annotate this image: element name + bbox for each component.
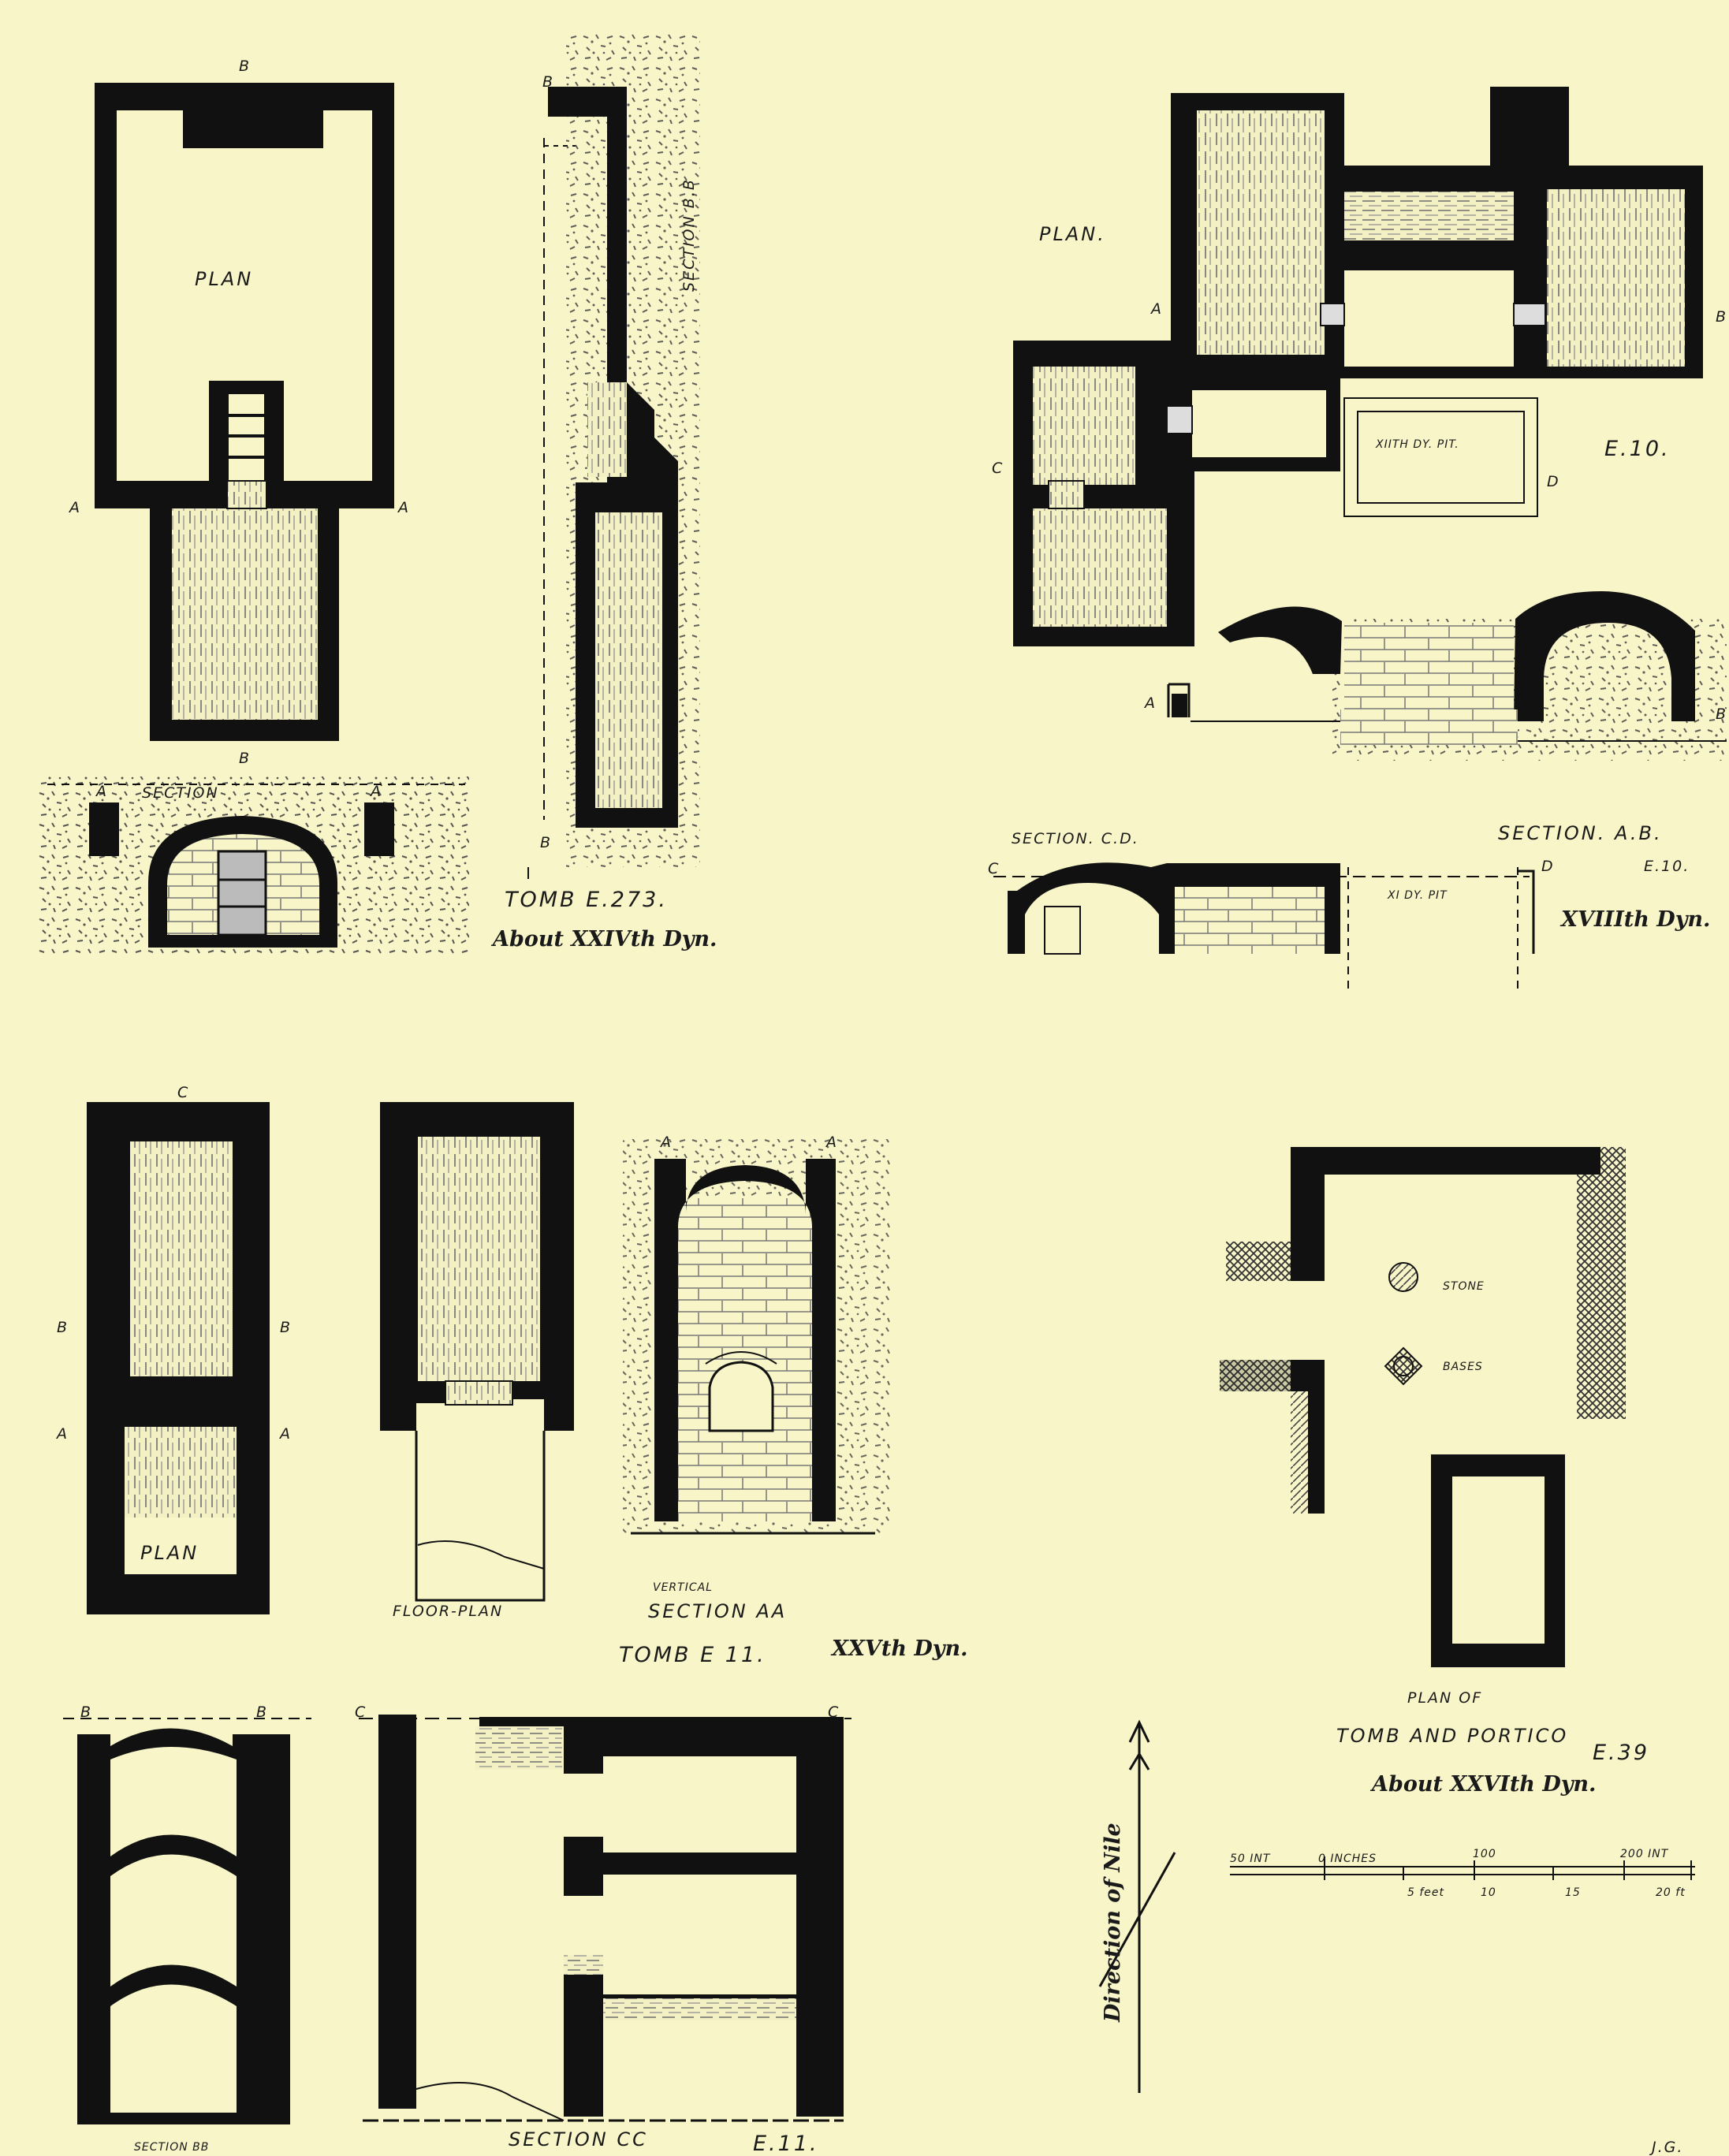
scale-bar-top-label: 0 INCHES xyxy=(1318,1853,1377,1865)
tomb-e11-section-bb-marker-left: B xyxy=(80,1704,92,1721)
tomb-e10-section-ab-marker-b: B xyxy=(1716,706,1727,723)
tomb-e10-marker-a: A xyxy=(1150,300,1163,318)
tomb-e10-caption-dynasty: XVIIIth Dyn. xyxy=(1559,907,1710,932)
draughtsman-signature: J.G. xyxy=(1649,2139,1683,2156)
tomb-e10-section-ab xyxy=(1167,591,1727,761)
tomb-e39-id-label: E.39 xyxy=(1593,1741,1649,1765)
tomb-e39-caption-plan: PLAN OF xyxy=(1407,1689,1482,1707)
tomb-e39-stone-label: STONE xyxy=(1443,1280,1485,1293)
scale-bar xyxy=(1230,1856,1695,1880)
tomb-e11-plan-marker-b-left: B xyxy=(57,1319,69,1336)
tomb-e11-plan xyxy=(87,1102,270,1614)
scale-bar-top-label: 50 INT xyxy=(1230,1853,1271,1865)
tomb-e273-plan-label: PLAN xyxy=(195,268,253,290)
scale-bar-bottom-label: 5 feet xyxy=(1407,1886,1444,1899)
tomb-e11-section-bb-label: SECTION BB xyxy=(134,2141,209,2154)
scale-bar-bottom-label: 20 ft xyxy=(1656,1886,1686,1899)
tomb-e10-marker-b: B xyxy=(1716,308,1727,326)
tomb-e11: PLAN C B B A A FLOOR-PLAN A A VERTICAL S… xyxy=(55,1084,967,2156)
tomb-e11-section-bb xyxy=(63,1718,311,2124)
tomb-e273-section-label: SECTION xyxy=(142,784,219,802)
tomb-e39: STONE BASES PLAN OF TOMB AND PORTICO E.3… xyxy=(1220,1147,1649,1797)
nile-direction-indicator xyxy=(1098,1719,1176,2093)
tomb-e273-marker-a-left: A xyxy=(68,499,81,516)
tomb-e11-caption-tomb: TOMB E 11. xyxy=(619,1643,766,1667)
tomb-e10-id-label-small: E.10. xyxy=(1644,858,1690,875)
nile-direction-label: Direction of Nile xyxy=(1101,1823,1125,2023)
tomb-e39-bases-label: BASES xyxy=(1443,1361,1483,1373)
tomb-e10-section-cd xyxy=(993,862,1535,993)
tomb-e273-marker-b-bottom: B xyxy=(239,750,251,767)
tomb-e11-plan-marker-a-right: A xyxy=(278,1425,292,1443)
tomb-e11-section-aa-marker-right: A xyxy=(825,1134,838,1151)
tomb-e10-section-cd-label: SECTION. C.D. xyxy=(1012,830,1139,847)
tomb-e11-vertical-label: VERTICAL xyxy=(653,1581,713,1594)
scale-bar-bottom-label: 10 xyxy=(1481,1886,1496,1899)
scale-bar-top-label: 100 xyxy=(1473,1848,1496,1860)
tomb-e273-section-aa xyxy=(35,776,469,954)
tomb-e273-plan xyxy=(95,83,394,741)
tomb-e273-section-bb-marker-bottom: B xyxy=(540,834,552,851)
tomb-e39-caption-tomb: TOMB AND PORTICO xyxy=(1336,1725,1568,1747)
tomb-e273-section-bb-marker-top: B xyxy=(542,73,554,91)
tomb-e39-caption-dynasty: About XXVIth Dyn. xyxy=(1369,1772,1596,1797)
tomb-e11-vertical-section-aa xyxy=(623,1139,891,1535)
tomb-e273: PLAN B B A A SECTION A A SE xyxy=(35,32,717,954)
tomb-e10-marker-c: C xyxy=(992,460,1004,477)
scale-bar-top-label: 200 INT xyxy=(1620,1848,1669,1860)
tomb-e11-section-bb-marker-right: B xyxy=(256,1704,268,1721)
tomb-e39-plan xyxy=(1220,1147,1626,1667)
tomb-e10-plan-label: PLAN. xyxy=(1039,223,1106,245)
tomb-e273-section-bb xyxy=(527,32,700,879)
tomb-e11-floor-plan xyxy=(380,1102,574,1602)
scale-bar-bottom-label: 15 xyxy=(1565,1886,1581,1899)
tomb-e273-marker-a-right: A xyxy=(397,499,410,516)
tomb-e11-section-cc xyxy=(359,1715,851,2122)
tomb-e11-section-aa-marker-left: A xyxy=(659,1134,673,1151)
tomb-e10-pit-label: XIITH DY. PIT. xyxy=(1375,438,1459,451)
tomb-e273-section-bb-label: SECTION B.B xyxy=(680,178,698,292)
tomb-e11-plan-marker-b-right: B xyxy=(280,1319,292,1336)
tomb-e11-floor-plan-label: FLOOR-PLAN xyxy=(393,1603,503,1620)
tomb-e273-marker-b-top: B xyxy=(239,58,251,75)
tomb-e10-id-label: E.10. xyxy=(1604,437,1671,461)
tomb-e10-section-cd-marker-c: C xyxy=(988,860,1000,877)
tomb-e273-caption-dynasty: About XXIVth Dyn. xyxy=(490,927,717,951)
tomb-e11-plan-label: PLAN xyxy=(140,1542,199,1564)
tomb-e11-section-cc-marker-left: C xyxy=(355,1704,367,1721)
tomb-e10-section-ab-label: SECTION. A.B. xyxy=(1498,822,1663,844)
tomb-e11-id-label: E.11. xyxy=(753,2132,819,2156)
tomb-e10-section-ab-marker-a: A xyxy=(1143,694,1157,712)
tomb-e10-marker-d: D xyxy=(1547,473,1560,490)
tomb-e273-caption-title: TOMB E.273. xyxy=(505,888,668,912)
tomb-e11-section-cc-marker-right: C xyxy=(828,1704,840,1721)
tomb-e11-section-aa-label: SECTION AA xyxy=(648,1600,787,1622)
tomb-e10-pit-label-section: XI DY. PIT xyxy=(1387,889,1448,902)
tomb-e10-plan xyxy=(1013,87,1703,646)
tomb-e10-section-cd-marker-d: D xyxy=(1541,858,1555,875)
tomb-e11-section-cc-label: SECTION CC xyxy=(509,2128,648,2150)
tomb-e11-plan-marker-a-left: A xyxy=(55,1425,69,1443)
tomb-e273-section-a-left: A xyxy=(95,783,108,800)
tomb-e11-plan-marker-c: C xyxy=(177,1084,189,1101)
tomb-e273-section-a-right: A xyxy=(369,783,382,800)
tomb-e10: PLAN. XIITH DY. PIT. E.10. A B C D A B S… xyxy=(988,87,1727,993)
tomb-e11-caption-dynasty: XXVth Dyn. xyxy=(830,1637,967,1661)
